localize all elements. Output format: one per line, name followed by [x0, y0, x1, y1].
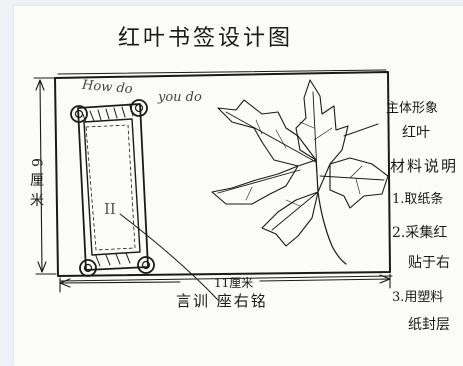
height-label: 6厘米 — [28, 158, 44, 213]
motto-label: 言训 座右铭 — [176, 292, 268, 310]
material-item-3-cont: 纸封层 — [408, 317, 450, 333]
width-dimension — [59, 273, 391, 293]
leader-lines — [119, 123, 379, 301]
materials-label: 材料说明 — [390, 157, 459, 175]
material-item-2-cont: 贴于右 — [408, 255, 450, 271]
material-item-1: 1.取纸条 — [392, 192, 444, 207]
bookmark-cursive-text-2: you do — [158, 90, 202, 105]
maple-leaf — [211, 79, 389, 265]
design-sketch — [33, 69, 393, 301]
material-item-2: 2.采集红 — [392, 225, 448, 241]
material-item-3: 3.用塑料 — [392, 290, 444, 305]
bookmark-outline — [54, 69, 393, 282]
main-shape-label: 主体形象 — [386, 101, 439, 116]
tag-mark: II — [104, 200, 116, 218]
height-dimension — [33, 77, 57, 275]
main-shape-value: 红叶 — [402, 125, 430, 141]
page-title: 红叶书签设计图 — [118, 26, 294, 51]
width-label: 11厘米 — [214, 276, 254, 290]
tag-frame — [70, 99, 155, 277]
